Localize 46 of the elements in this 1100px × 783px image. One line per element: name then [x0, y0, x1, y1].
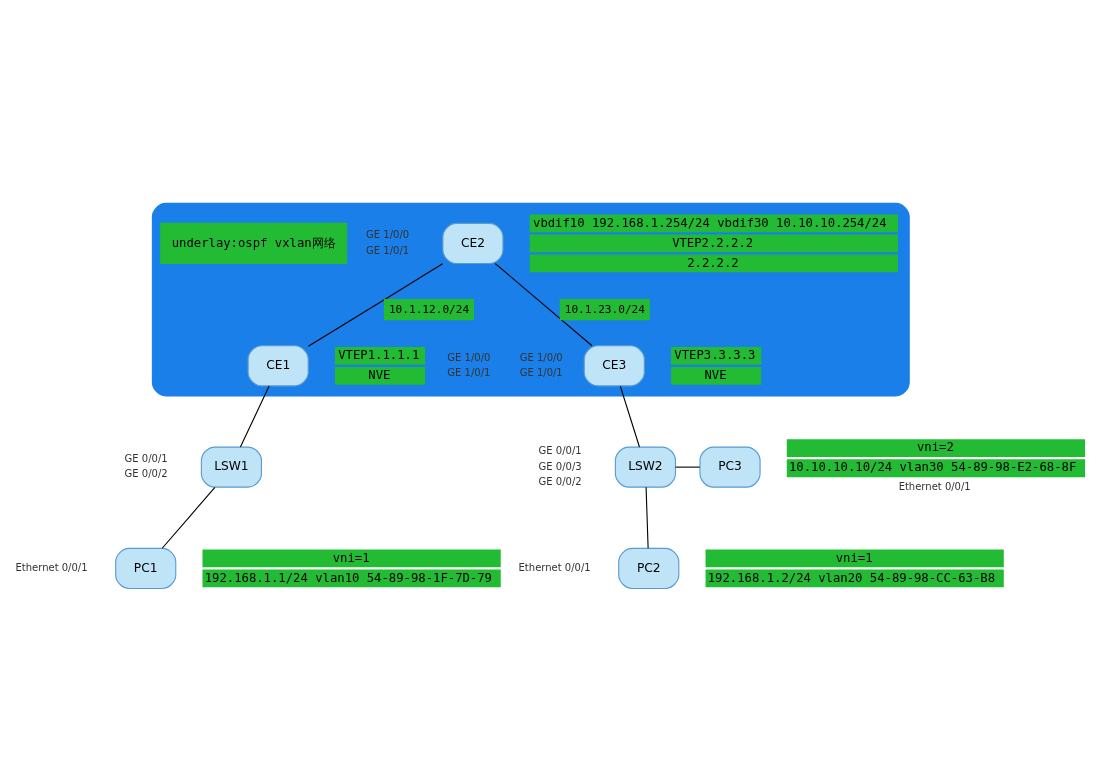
connector: [307, 262, 444, 347]
connector: [645, 486, 649, 549]
node-label: GE 1/0/0: [366, 228, 410, 240]
node-label: Ethernet 0/0/1: [15, 561, 88, 573]
node-label: GE 0/0/2: [124, 467, 168, 479]
node-label: vni=1: [835, 550, 873, 564]
connector: [239, 385, 270, 448]
node-box: CE3: [583, 344, 645, 386]
node-label: VTEP2.2.2.2: [672, 235, 754, 250]
node-box: CE2: [442, 222, 504, 264]
node-label: Ethernet 0/0/1: [898, 480, 971, 492]
node-label: VTEP3.3.3.3: [674, 347, 756, 362]
node-label: vbdif10 192.168.1.254/24 vbdif30 10.10.10.254/24: [533, 215, 887, 229]
node-box: LSW2: [614, 446, 677, 488]
node-label: 192.168.1.1/24 vlan10 54-89-98-1F-7D-79: [204, 570, 492, 585]
node-label: GE 0/0/1: [538, 444, 582, 456]
edge-label: 10.1.12.0/24: [388, 302, 470, 316]
node-box: LSW1: [200, 446, 263, 488]
node-label: GE 1/0/1: [447, 366, 491, 378]
node-label: GE 1/0/1: [519, 366, 563, 378]
node-label: 10.10.10.10/24 vlan30 54-89-98-E2-68-8F: [789, 459, 1077, 474]
connector: [674, 466, 701, 468]
node-box: PC3: [699, 446, 761, 488]
connector: [161, 486, 216, 549]
node-label: vni=1: [332, 550, 370, 564]
node-label: GE 1/0/0: [519, 351, 563, 362]
node-box: underlay:ospf vxlan网络: [160, 222, 348, 264]
node-label: GE 1/0/0: [447, 351, 491, 362]
cluster: [151, 202, 910, 396]
connector: [494, 262, 593, 346]
node-box: PC1: [115, 547, 177, 589]
node-label: vni=2: [916, 439, 954, 454]
node-label: VTEP1.1.1.1: [338, 347, 420, 362]
node-box: CE1: [247, 344, 309, 386]
node-label: NVE: [368, 367, 391, 382]
connector: [619, 385, 640, 448]
node-label: 2.2.2.2: [687, 255, 739, 270]
node-label: GE 1/0/1: [366, 244, 410, 256]
node-label: GE 0/0/2: [538, 475, 582, 487]
node-label: NVE: [704, 367, 727, 382]
node-label: Ethernet 0/0/1: [518, 561, 591, 573]
node-label: GE 0/0/1: [124, 452, 168, 464]
node-label: 192.168.1.2/24 vlan20 54-89-98-CC-63-B8: [707, 570, 996, 585]
node-box: PC2: [618, 547, 680, 589]
edge-label: 10.1.23.0/24: [564, 302, 646, 316]
node-label: GE 0/0/3: [538, 460, 582, 472]
